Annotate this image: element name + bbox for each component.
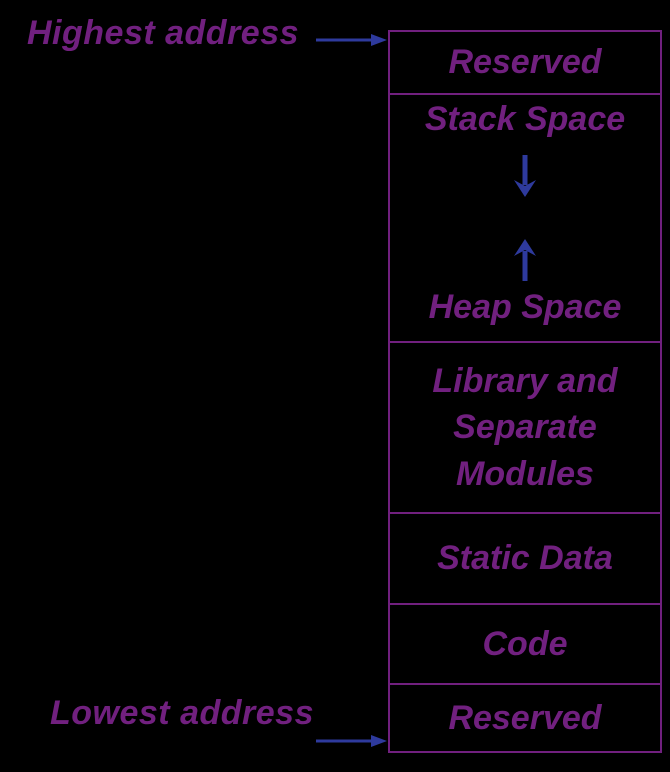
reserved-bottom-label: Reserved (448, 698, 602, 737)
section-code: Code (390, 605, 660, 685)
section-reserved-bottom: Reserved (390, 685, 660, 751)
highest-address-label: Highest address (27, 14, 300, 52)
library-modules-label: Library and Separate Modules (432, 362, 618, 493)
section-library-modules: Library and Separate Modules (390, 343, 660, 514)
section-stack-heap: Stack Space Heap Space (390, 95, 660, 343)
stack-grows-down-arrow-icon (514, 155, 536, 197)
stack-space-label: Stack Space (424, 100, 626, 138)
memory-box: Reserved Stack Space Heap Space Library … (388, 30, 662, 753)
heap-grows-up-arrow-icon (514, 239, 536, 281)
lowest-address-label: Lowest address (50, 694, 314, 732)
section-reserved-top: Reserved (390, 32, 660, 95)
section-static-data: Static Data (390, 514, 660, 605)
heap-space-label: Heap Space (428, 288, 622, 326)
code-label: Code (482, 624, 568, 663)
static-data-label: Static Data (437, 539, 613, 577)
lowest-address-right-arrow-icon (316, 735, 387, 747)
reserved-top-label: Reserved (448, 43, 602, 81)
highest-address-right-arrow-icon (316, 34, 387, 46)
